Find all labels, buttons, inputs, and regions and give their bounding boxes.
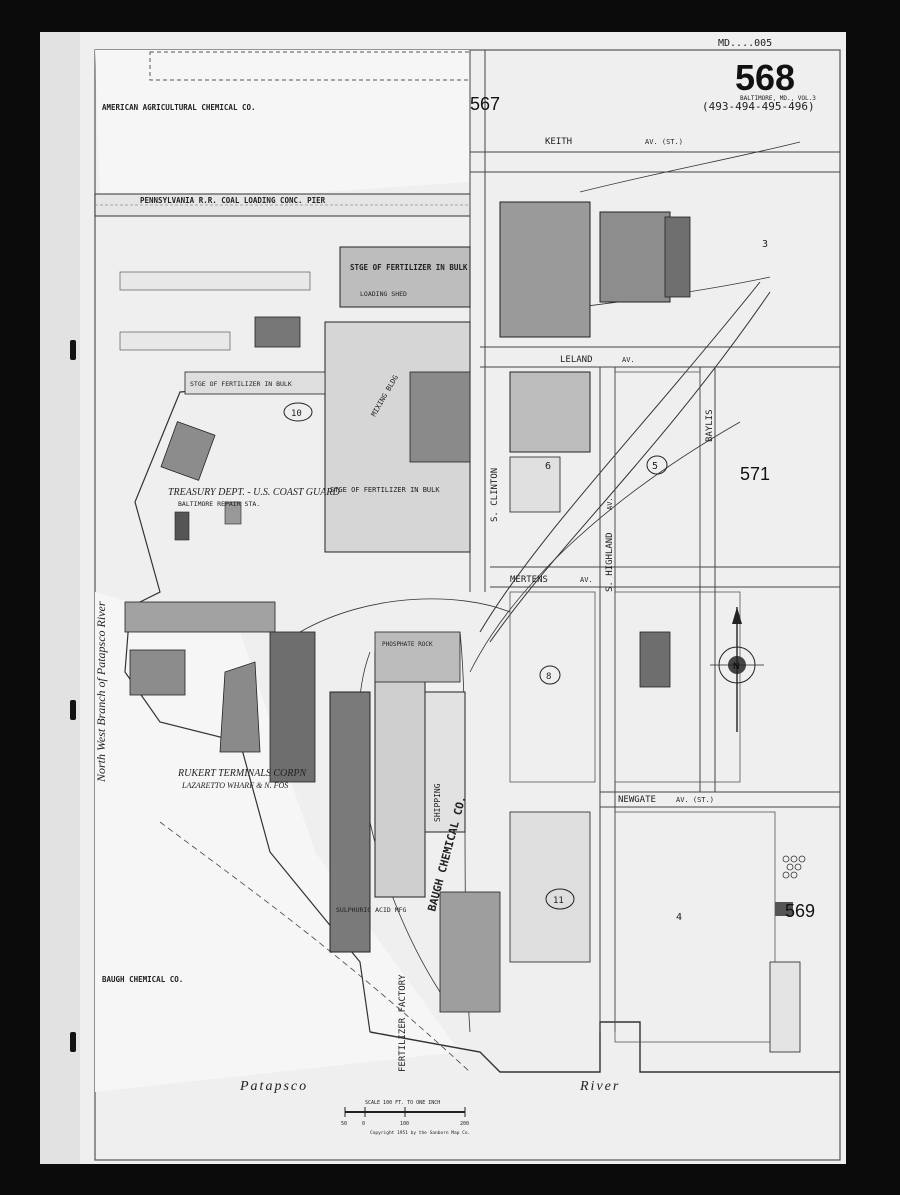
street-keith: KEITH xyxy=(545,137,572,147)
street-leland-suffix: AV. xyxy=(622,356,635,364)
scale-tick-label: 200 xyxy=(460,1121,469,1127)
adjacent-sheet-north: 567 xyxy=(470,94,500,114)
tank-cluster xyxy=(782,855,806,879)
binding-hole xyxy=(70,340,76,360)
copyright-notice: Copyright 1951 by the Sanborn Map Co. xyxy=(370,1130,470,1136)
label-rukert-terminals: RUKERT TERMINALS CORPN xyxy=(177,768,307,779)
binding-hole xyxy=(70,1032,76,1052)
label-stge-bulk-lower: STGE OF FERTILIZER IN BULK xyxy=(330,486,440,494)
adjacent-sheet-southeast: 569 xyxy=(785,901,815,921)
label-baugh-footer: BAUGH CHEMICAL CO. xyxy=(102,975,183,984)
compass-north: N xyxy=(733,661,740,671)
label-stge-bulk-left: STGE OF FERTILIZER IN BULK xyxy=(190,380,292,388)
street-highland-suffix: AV. xyxy=(606,497,614,510)
scale-tick-label: 50 xyxy=(341,1121,347,1127)
block-number: 10 xyxy=(291,409,302,419)
label-phosphate-rock: PHOSPHATE ROCK xyxy=(382,641,433,648)
block-number: 6 xyxy=(545,461,551,472)
block-number: 8 xyxy=(546,672,551,682)
street-newgate: NEWGATE xyxy=(618,795,656,805)
street-leland: LELAND xyxy=(560,355,593,365)
binding-hole xyxy=(70,700,76,720)
block-number: 3 xyxy=(762,239,768,250)
binding-strip xyxy=(40,32,80,1164)
block-number: 11 xyxy=(553,896,564,906)
scale-tick-label: 0 xyxy=(362,1121,365,1127)
label-treasury-dept: TREASURY DEPT. - U.S. COAST GUARD xyxy=(168,487,340,498)
label-coal-pier: PENNSYLVANIA R.R. COAL LOADING CONC. PIE… xyxy=(140,196,326,205)
adjoining-sheets: (493-494-495-496) xyxy=(702,100,815,113)
label-shipping: SHIPPING xyxy=(433,783,442,822)
label-loading-shed: LOADING SHED xyxy=(360,290,407,298)
map-sheet: MD....005 568 BALTIMORE, MD., VOL.3 (493… xyxy=(40,32,846,1164)
street-clinton: S. CLINTON xyxy=(490,468,500,522)
sheet-city: BALTIMORE, MD., VOL.3 xyxy=(740,95,816,102)
block-number: 4 xyxy=(676,912,682,923)
street-keith-suffix: AV. (ST.) xyxy=(645,138,683,146)
fire-insurance-map: MD....005 568 BALTIMORE, MD., VOL.3 (493… xyxy=(94,38,841,1161)
label-treasury-station: BALTIMORE REPAIR STA. xyxy=(178,500,260,508)
compass-rose xyxy=(710,607,764,732)
sheet-number: 568 xyxy=(735,57,795,98)
scale-tick-label: 100 xyxy=(400,1121,409,1127)
sheet-code: MD....005 xyxy=(718,38,772,49)
scale-label: SCALE 100 FT. TO ONE INCH xyxy=(365,1100,440,1106)
street-mertens: MERTENS xyxy=(510,575,548,585)
label-patapsco: Patapsco xyxy=(239,1079,308,1094)
adjacent-sheet-east: 571 xyxy=(740,464,770,484)
label-river: River xyxy=(579,1079,620,1094)
label-north-west-branch: North West Branch of Patapsco River xyxy=(94,601,108,783)
street-highland: S. HIGHLAND xyxy=(605,532,615,592)
street-newgate-suffix: AV. (ST.) xyxy=(676,796,714,804)
street-mertens-suffix: AV. xyxy=(580,576,593,584)
label-lazaretto-wharf: LAZARETTO WHARF & N. FOS xyxy=(181,781,288,790)
label-fertilizer-factory: FERTILIZER FACTORY xyxy=(398,974,408,1072)
block-number: 5 xyxy=(652,461,658,472)
street-baylis: BAYLIS xyxy=(705,409,715,442)
label-stge-bulk: STGE OF FERTILIZER IN BULK xyxy=(350,263,468,272)
scale-bar xyxy=(344,1107,466,1117)
label-american-agricultural: AMERICAN AGRICULTURAL CHEMICAL CO. xyxy=(102,103,256,112)
label-sulphuric-acid: SULPHURIC ACID MFG xyxy=(336,906,407,914)
